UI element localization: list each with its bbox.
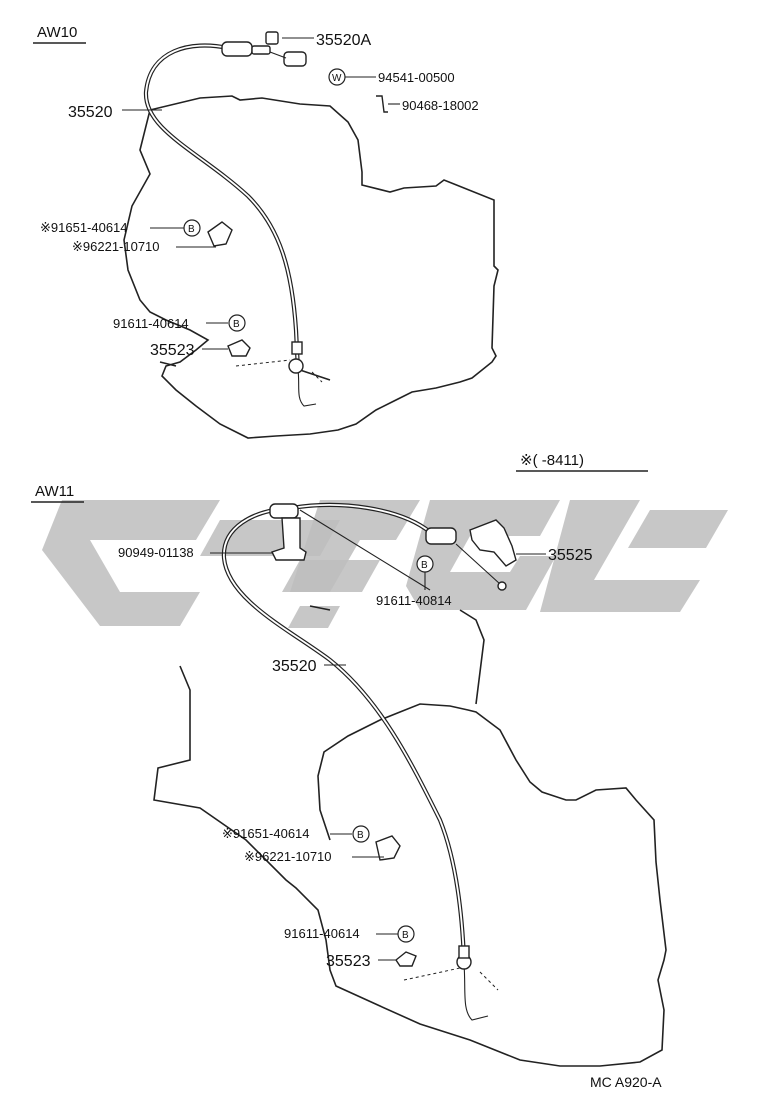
section-label-aw11: AW11 [35, 483, 74, 500]
aw10-dashed-mount [235, 359, 323, 383]
bolt-badge [352, 825, 370, 843]
label-91651-40614-aw11: ※91651-40614 [222, 826, 310, 841]
label-35520A: 35520A [316, 32, 371, 49]
bolt-badge-letter: B [421, 560, 428, 571]
watermark-logo [42, 500, 728, 628]
section-label-aw10: AW10 [37, 24, 77, 41]
label-35523-aw10: 35523 [150, 342, 195, 359]
bolt-badge-letter: B [357, 830, 364, 841]
bolt-badge [397, 925, 415, 943]
label-91611-40614-aw11: 91611-40614 [284, 926, 360, 941]
bolt-badge [228, 314, 246, 332]
section-note: ※( -8411) [520, 452, 584, 469]
aw11-body-detail [309, 605, 485, 705]
aw10-pin-icon [376, 95, 388, 113]
label-35520-aw11: 35520 [272, 658, 317, 675]
aw10-cable-end-assembly [221, 31, 307, 67]
aw11-retainer-icon [395, 951, 417, 967]
aw10-cable-clevis [288, 358, 304, 374]
aw11-cable-end [463, 963, 489, 1021]
aw10-transmission-outline [123, 95, 499, 439]
bolt-badge-letter: B [233, 319, 240, 330]
aw11-upper-bracket [269, 503, 307, 561]
label-90468-18002: 90468-18002 [402, 98, 479, 113]
aw11-cable-end-assembly [425, 519, 517, 591]
diagram-code: MC A920-A [590, 1074, 662, 1090]
bolt-badge-letter: B [188, 224, 195, 235]
label-94541-00500: 94541-00500 [378, 70, 455, 85]
aw10-section: AW10 35520A W 94541-00500 90468-18002 [33, 24, 499, 439]
washer-badge-letter: W [332, 73, 342, 84]
label-35523-aw11: 35523 [326, 953, 371, 970]
aw10-cable-end [297, 369, 317, 407]
label-91611-40614-aw10: 91611-40614 [113, 316, 189, 331]
label-96221-10710-aw10: ※96221-10710 [72, 239, 160, 254]
label-35525: 35525 [548, 547, 593, 564]
aw10-clamp-icon [207, 221, 233, 247]
label-35520-aw10: 35520 [68, 104, 113, 121]
label-91651-40614-aw10: ※91651-40614 [40, 220, 128, 235]
aw11-dashed-mount [403, 967, 499, 991]
aw11-cable-bracket [458, 945, 470, 959]
aw11-section: AW11 ※( -8411) 90949-01138 [31, 452, 667, 1067]
aw10-body-detail [159, 361, 331, 381]
bolt-badge [183, 219, 201, 237]
label-90949-01138: 90949-01138 [118, 545, 194, 560]
aw10-cable-bracket [291, 341, 303, 355]
bolt-badge-letter: B [402, 930, 409, 941]
aw11-clamp-icon [375, 835, 401, 861]
aw11-transmission-outline [153, 665, 667, 1067]
label-96221-10710-aw11: ※96221-10710 [244, 849, 332, 864]
label-91611-40814: 91611-40814 [376, 593, 452, 608]
aw10-retainer-icon [227, 339, 251, 357]
